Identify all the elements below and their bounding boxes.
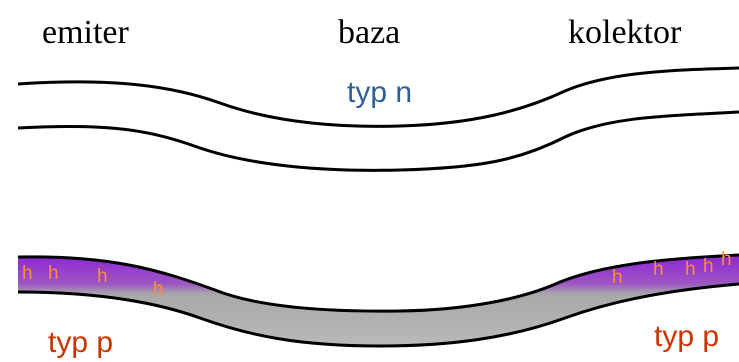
valence-band-upper-edge: [17, 253, 739, 313]
base-type-label: typ n: [347, 76, 412, 109]
hole-label: h: [612, 267, 623, 288]
collector-label: kolektor: [568, 14, 682, 51]
hole-label: h: [153, 279, 164, 300]
emitter-type-label: typ p: [48, 326, 113, 359]
hole-label: h: [22, 263, 33, 284]
base-label: baza: [338, 14, 400, 51]
hole-label: h: [48, 263, 59, 284]
conduction-band-upper-edge: [17, 66, 739, 128]
hole-label: h: [97, 266, 108, 287]
conduction-band-lower-edge: [17, 110, 739, 172]
hole-label: h: [703, 256, 714, 277]
collector-type-label: typ p: [654, 320, 719, 353]
emitter-label: emiter: [42, 14, 130, 51]
hole-label: h: [721, 249, 732, 270]
valence-band-region: [18, 255, 739, 346]
hole-label: h: [685, 259, 696, 280]
hole-label: h: [653, 259, 664, 280]
valence-band-lower-edge: [17, 282, 739, 348]
